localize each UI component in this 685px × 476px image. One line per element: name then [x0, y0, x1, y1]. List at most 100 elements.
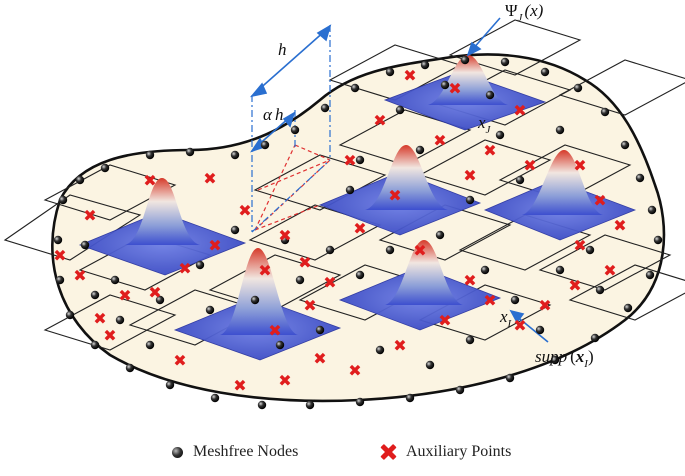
meshfree-node	[375, 345, 385, 355]
auxiliary-point: ✖	[613, 216, 626, 235]
meshfree-node	[125, 363, 135, 373]
meshfree-node	[540, 67, 550, 77]
meshfree-node	[205, 305, 215, 315]
auxiliary-point: ✖	[593, 191, 606, 210]
meshfree-node	[555, 125, 565, 135]
meshfree-node	[110, 275, 120, 285]
meshfree-node	[165, 380, 175, 390]
meshfree-node	[260, 140, 270, 150]
auxiliary-point: ✖	[208, 236, 221, 255]
auxiliary-point: ✖	[413, 241, 426, 260]
meshfree-node	[90, 340, 100, 350]
meshfree-node	[155, 295, 165, 305]
meshfree-node	[395, 105, 405, 115]
legend-item-aux: Auxiliary Points	[380, 443, 511, 461]
meshfree-node	[325, 245, 335, 255]
auxiliary-point: ✖	[178, 259, 191, 278]
auxiliary-point: ✖	[173, 351, 186, 370]
cross-marker-icon	[380, 444, 396, 460]
legend-nodes-label: Meshfree Nodes	[193, 443, 299, 460]
auxiliary-point: ✖	[278, 226, 291, 245]
meshfree-node	[58, 195, 68, 205]
meshfree-node	[510, 295, 520, 305]
auxiliary-point: ✖	[343, 151, 356, 170]
auxiliary-point: ✖	[448, 79, 461, 98]
auxiliary-point: ✖	[73, 266, 86, 285]
auxiliary-point: ✖	[353, 219, 366, 238]
auxiliary-point: ✖	[483, 291, 496, 310]
meshfree-node	[355, 397, 365, 407]
label-x-i: xI	[499, 307, 513, 330]
auxiliary-point: ✖	[303, 296, 316, 315]
meshfree-node	[355, 270, 365, 280]
auxiliary-point: ✖	[403, 66, 416, 85]
meshfree-node	[290, 125, 300, 135]
meshfree-node	[440, 80, 450, 90]
meshfree-node	[315, 325, 325, 335]
auxiliary-point: ✖	[118, 286, 131, 305]
auxiliary-point: ✖	[258, 261, 271, 280]
meshfree-node	[385, 245, 395, 255]
meshfree-node	[550, 355, 560, 365]
auxiliary-point: ✖	[433, 131, 446, 150]
meshfree-node	[350, 83, 360, 93]
meshfree-node	[425, 360, 435, 370]
meshfree-node	[195, 260, 205, 270]
meshfree-node	[505, 373, 515, 383]
auxiliary-points: ✖✖✖✖✖✖✖✖✖✖✖✖✖✖✖✖✖✖✖✖✖✖✖✖✖✖✖✖✖✖✖✖✖✖✖✖✖✖✖✖…	[53, 66, 626, 395]
meshfree-node	[645, 270, 655, 280]
auxiliary-point: ✖	[538, 296, 551, 315]
meshfree-node	[257, 400, 267, 410]
label-x-j: xJ	[477, 113, 492, 136]
auxiliary-point: ✖	[83, 206, 96, 225]
meshfree-node	[600, 107, 610, 117]
meshfree-node	[485, 90, 495, 100]
meshfree-node	[275, 340, 285, 350]
meshfree-node	[355, 155, 365, 165]
auxiliary-point: ✖	[298, 253, 311, 272]
meshfree-node	[185, 147, 195, 157]
meshfree-node	[280, 235, 290, 245]
meshfree-node	[635, 173, 645, 183]
meshfree-node	[250, 295, 260, 305]
meshfree-node	[455, 385, 465, 395]
auxiliary-point: ✖	[393, 336, 406, 355]
auxiliary-point: ✖	[348, 361, 361, 380]
auxiliary-point: ✖	[143, 171, 156, 190]
auxiliary-point: ✖	[268, 321, 281, 340]
meshfree-node	[320, 103, 330, 113]
meshfree-node	[653, 235, 663, 245]
meshfree-node	[53, 235, 63, 245]
auxiliary-point: ✖	[93, 309, 106, 328]
node-marker-icon	[172, 446, 183, 458]
meshfree-node	[590, 333, 600, 343]
auxiliary-point: ✖	[483, 141, 496, 160]
meshfree-node	[515, 175, 525, 185]
auxiliary-point: ✖	[573, 156, 586, 175]
auxiliary-point: ✖	[278, 371, 291, 390]
label-supp-x-i: supp(xI)	[535, 347, 594, 370]
meshfree-node	[295, 275, 305, 285]
meshfree-node	[555, 265, 565, 275]
meshfree-node	[145, 340, 155, 350]
auxiliary-point: ✖	[148, 283, 161, 302]
auxiliary-point: ✖	[463, 166, 476, 185]
meshfree-node	[500, 57, 510, 67]
meshfree-node	[465, 335, 475, 345]
label-psi-j: ΨJ(x)	[505, 1, 544, 24]
meshfree-node	[465, 195, 475, 205]
meshfree-node	[100, 163, 110, 173]
meshfree-node	[620, 140, 630, 150]
auxiliary-point: ✖	[523, 156, 536, 175]
auxiliary-point: ✖	[568, 276, 581, 295]
meshfree-node	[595, 285, 605, 295]
meshfree-node	[623, 303, 633, 313]
auxiliary-point: ✖	[463, 271, 476, 290]
label-h: h	[278, 40, 287, 59]
auxiliary-point: ✖	[573, 236, 586, 255]
meshfree-node	[435, 230, 445, 240]
meshfree-node	[573, 83, 583, 93]
auxiliary-point: ✖	[438, 311, 451, 330]
meshfree-nodes	[53, 55, 663, 410]
